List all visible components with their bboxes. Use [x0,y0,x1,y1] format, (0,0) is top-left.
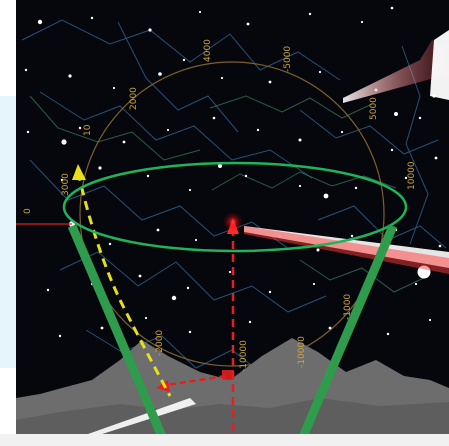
yellow-dashed-path [76,171,172,397]
yellow-arrow-head [72,164,86,180]
beam-source-shape [430,30,449,100]
constellation-lines-alt [29,95,429,293]
light-beam-top [343,40,449,103]
left-light-panel [0,96,16,368]
ring-labels: 4000 -5000 2000 10 3000 5000 -10000 1000… [23,39,417,372]
ring-label: -1000 [343,294,353,320]
beam-bottom-left [88,398,196,436]
red-marker [222,370,234,380]
bottom-strip [0,434,449,446]
field-of-view-ellipse [62,161,408,253]
ring-label: -10000 [297,336,307,368]
ring-label: 2000 [129,87,139,110]
ring-label: -10000 [239,340,249,372]
ring-label: 0 [23,208,33,214]
ring-label: -5000 [283,46,293,72]
ring-label: 4000 [203,39,213,62]
cone-right-line [294,224,398,446]
ring-label: 3000 [61,173,71,196]
ring-label: -2000 [155,330,165,356]
red-target-glow [223,212,243,232]
cone-left-line [67,224,171,446]
ring-label: 5000 [369,97,379,120]
ring-label: 10 [83,124,93,136]
ring-label: 10000 [407,161,417,190]
